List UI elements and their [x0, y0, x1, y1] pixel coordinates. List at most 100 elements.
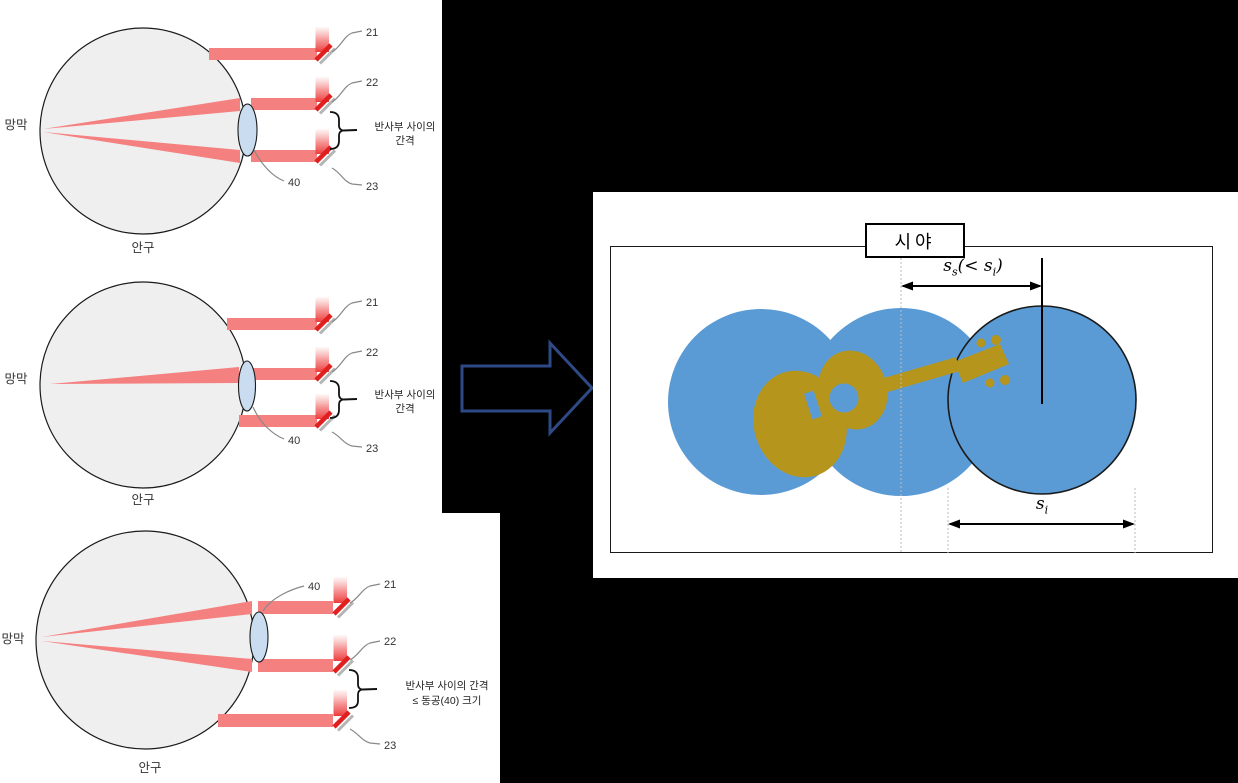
beam-21-vertical [315, 297, 329, 322]
ss-sub: s [951, 265, 958, 279]
guitar-soundhole [829, 383, 859, 413]
guitar-peg [985, 378, 995, 388]
right-arrow-shape [460, 339, 595, 437]
eyeball-label: 안구 [131, 493, 154, 507]
retina-label: 망막 [1, 632, 25, 646]
label-40: 40 [288, 177, 300, 189]
view-title-box: 시야 [865, 223, 965, 258]
label-40: 40 [308, 581, 320, 593]
ss-sub2: i [992, 265, 997, 279]
ss-arrowhead-left [901, 281, 913, 291]
retina-wedge [50, 367, 239, 384]
guitar-peg [976, 338, 986, 348]
mirror-22-shadow [318, 367, 337, 385]
label-21: 21 [366, 297, 378, 309]
beam-23-horizontal [218, 714, 333, 727]
leader-40 [253, 149, 285, 182]
interval-text-line2: 간격 [395, 134, 414, 147]
label-23: 23 [366, 443, 378, 455]
leader-22 [331, 350, 363, 373]
interval-text-line2: ≤ 동공(40) 크기 [413, 695, 482, 707]
retina-label: 망막 [4, 118, 28, 132]
guitar-bridge [804, 390, 822, 420]
ss-distance-label: ss(< si) [913, 256, 1033, 278]
ss-base2: s [983, 256, 993, 276]
view-graphic [668, 258, 1137, 553]
si-arrow [948, 519, 1135, 529]
interval-text-line2: 간격 [395, 402, 414, 415]
eyeball-label: 안구 [138, 761, 161, 775]
mirror-23-shadow [318, 149, 337, 167]
retina-wedge-lower [42, 641, 252, 672]
si-arrowhead-left [948, 519, 960, 529]
interval-text-line1: 반사부 사이의 [375, 389, 436, 401]
eyeball-label: 안구 [131, 241, 154, 255]
ss-arrowhead-right [1030, 281, 1042, 291]
beam-23-horizontal [251, 150, 317, 162]
ss-mid: (< [957, 256, 984, 276]
retina-label: 망막 [4, 372, 28, 386]
guitar-neck [870, 357, 960, 396]
interval-brace-tick [343, 129, 358, 132]
label-22: 22 [366, 77, 378, 89]
interval-text-line1: 반사부 사이의 [375, 121, 436, 133]
mirror-22 [314, 363, 333, 382]
interval-brace [329, 380, 344, 419]
ss-base: s [943, 256, 952, 276]
label-40: 40 [288, 435, 300, 447]
beam-23-vertical [315, 129, 329, 154]
mirror-23 [314, 145, 333, 164]
beam-21-vertical [333, 577, 347, 603]
beam-21-horizontal [227, 318, 317, 330]
label-21: 21 [366, 27, 378, 39]
retina-wedge-lower [43, 132, 240, 163]
mirror-22 [332, 655, 351, 674]
beam-21-vertical [315, 27, 329, 52]
label-22: 22 [366, 347, 378, 359]
si-arrowhead-right [1123, 519, 1135, 529]
pupil-lens [249, 611, 269, 663]
eye-panel-2: 21 22 23 40 반사부 사이의 간격 망막 안구 [4, 281, 436, 507]
beam-22-horizontal [251, 368, 317, 380]
mirror-22-shadow [336, 659, 355, 677]
si-base: s [1035, 494, 1045, 514]
interval-brace-tick [343, 398, 358, 401]
guitar-peg [991, 335, 1001, 345]
leader-40 [252, 406, 285, 440]
view-title: 시야 [894, 231, 936, 252]
mirror-22-shadow [318, 97, 337, 115]
eye-panel-3: 40 21 22 23 반사부 사이의 간격 ≤ 동공(40) 크기 망막 안구 [1, 530, 489, 775]
beam-22-vertical [315, 77, 329, 102]
leader-21 [349, 583, 381, 604]
mirror-21-shadow [336, 601, 355, 619]
beam-22-horizontal [258, 659, 333, 672]
mirror-21 [314, 43, 333, 62]
leader-21 [331, 300, 363, 323]
guitar-headstock [954, 344, 1009, 383]
transform-arrow [460, 339, 595, 437]
label-22: 22 [384, 636, 396, 648]
beam-21-horizontal [258, 601, 333, 614]
pupil-lens [237, 360, 257, 412]
ss-arrow [901, 281, 1042, 291]
pupil-lens [237, 103, 258, 157]
interval-text-line1: 반사부 사이의 간격 [405, 679, 488, 692]
guitar-peg [1000, 375, 1010, 385]
mirror-21 [332, 597, 351, 616]
interval-brace-tick [362, 688, 378, 691]
label-23: 23 [366, 181, 378, 193]
beam-22-vertical [315, 347, 329, 372]
leader-21 [331, 30, 363, 53]
leader-23 [331, 431, 363, 448]
mirror-23 [332, 710, 351, 729]
beam-23-vertical [333, 690, 347, 716]
retina-wedge-upper [42, 601, 252, 637]
mirror-21-shadow [318, 317, 337, 335]
beam-21-horizontal [209, 48, 317, 60]
label-21: 21 [384, 579, 396, 591]
leader-22 [331, 80, 363, 103]
interval-brace [348, 669, 363, 709]
leader-22 [349, 640, 381, 661]
view-panel: 시야 ss(< si) si [593, 192, 1238, 578]
beam-22-vertical [333, 635, 347, 661]
